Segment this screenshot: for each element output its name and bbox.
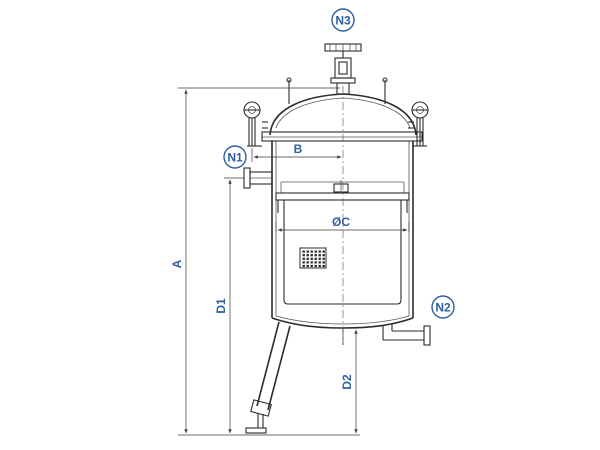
support-leg	[245, 321, 291, 434]
dimension-b-label: B	[294, 142, 303, 156]
lid-flange	[261, 131, 423, 142]
mesh-hole	[314, 264, 317, 268]
mesh-hole	[306, 264, 309, 268]
mesh-hole	[322, 264, 325, 268]
mesh-hole	[318, 250, 321, 253]
n3-vent-valve	[324, 43, 362, 95]
dimension-c-label: ØC	[332, 215, 350, 229]
mesh-hole	[302, 250, 305, 253]
dimension-d1-label: D1	[214, 298, 228, 314]
n2-outlet-nozzle	[382, 324, 431, 346]
mesh-hole	[322, 261, 325, 264]
mesh-hole	[302, 261, 305, 264]
mesh-hole	[314, 250, 317, 253]
mesh-hole	[302, 257, 305, 260]
mesh-hole	[306, 261, 309, 264]
filter-basket	[283, 200, 402, 305]
mesh-hole	[314, 261, 317, 264]
mesh-hole	[310, 250, 313, 253]
left-lug	[243, 101, 268, 147]
mesh-hole	[314, 257, 317, 260]
mesh-hole	[310, 257, 313, 260]
mesh-hole	[322, 254, 325, 257]
mesh-hole	[306, 257, 309, 260]
mesh-hole	[310, 264, 313, 268]
mesh-hole	[310, 254, 313, 257]
callout-n3: N3	[331, 8, 355, 32]
mesh-hole	[310, 261, 313, 264]
mesh-hole	[306, 254, 309, 257]
n1-inlet-nozzle	[243, 167, 273, 189]
callout-n3-label: N3	[335, 14, 351, 28]
mesh-hole	[314, 254, 317, 257]
mesh-hole	[318, 264, 321, 268]
mesh-hole	[302, 254, 305, 257]
basket-flange	[275, 192, 410, 201]
callout-n2: N2	[431, 295, 455, 319]
vessel	[261, 77, 423, 329]
mesh-hole	[302, 264, 305, 268]
dimension-d2-label: D2	[340, 374, 354, 390]
mesh-hole	[322, 250, 325, 253]
mesh-hole	[318, 261, 321, 264]
callout-n2-label: N2	[435, 301, 451, 315]
mesh-hole	[306, 250, 309, 253]
callout-n1-label: N1	[227, 151, 243, 165]
mesh-hole	[318, 254, 321, 257]
mesh-hole	[318, 257, 321, 260]
mesh-hole	[322, 257, 325, 260]
mesh-symbol	[299, 247, 327, 269]
right-lug	[408, 101, 429, 147]
dimension-a-label: A	[170, 259, 184, 268]
callout-n1: N1	[223, 145, 247, 169]
